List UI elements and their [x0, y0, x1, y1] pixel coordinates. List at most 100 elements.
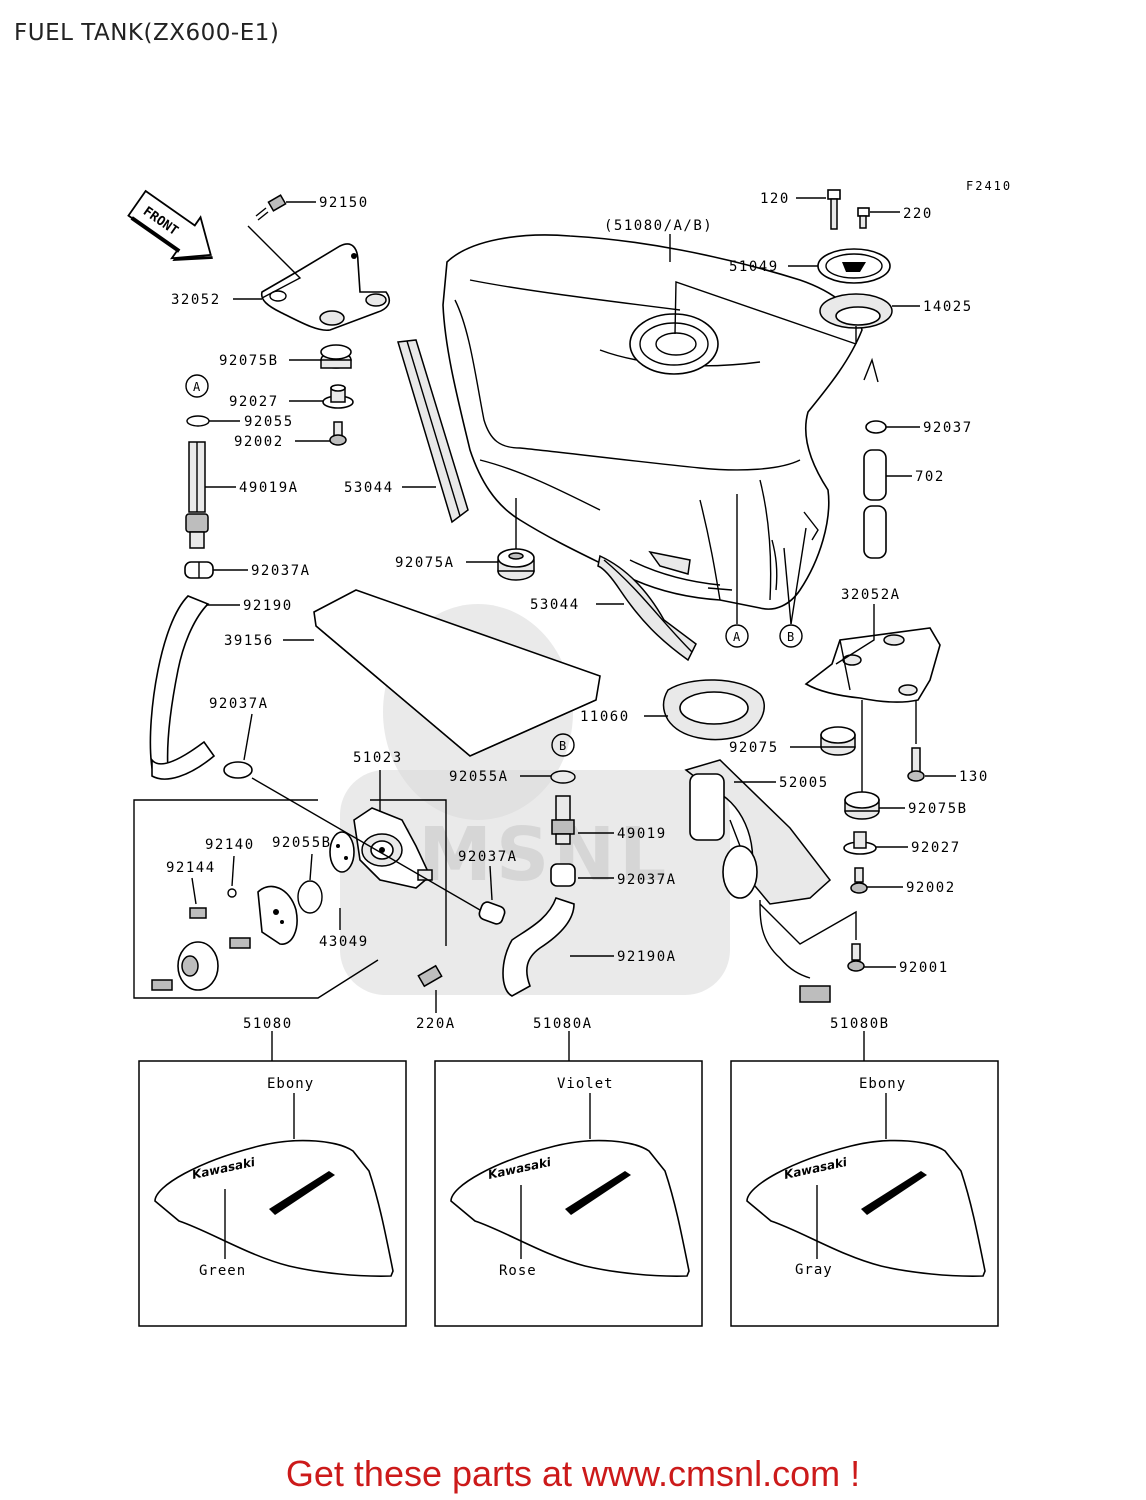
fuel-cap-51049 — [817, 248, 891, 284]
label-92002: 92002 — [234, 434, 284, 450]
label-92150: 92150 — [319, 195, 369, 211]
label-49019: 49019 — [617, 826, 667, 842]
pad-39156 — [313, 589, 601, 757]
oring-92055 — [186, 415, 210, 427]
variant-3-bottom-color: Gray — [795, 1262, 833, 1278]
footer-link[interactable]: Get these parts at www.cmsnl.com ! — [285, 1453, 861, 1494]
label-49019A: 49019A — [239, 480, 299, 496]
label-51049: 51049 — [729, 259, 779, 275]
label-51023: 51023 — [353, 750, 403, 766]
label-92190: 92190 — [243, 598, 293, 614]
front-arrow-icon: FRONT — [127, 189, 213, 262]
label-92001: 92001 — [899, 960, 949, 976]
gasket-14025 — [819, 293, 893, 329]
fuel-tank — [442, 234, 863, 610]
svg-text:B: B — [559, 739, 566, 753]
marker-a-tank: A — [725, 624, 749, 648]
label-92037A-left: 92037A — [251, 563, 311, 579]
variant-2-top-color: Violet — [557, 1076, 614, 1092]
part-labels: 92150 32052 92075B 92027 92055 92002 490… — [166, 191, 989, 1032]
label-92055B: 92055B — [272, 835, 332, 851]
marker-a-top: A — [185, 374, 209, 398]
marker-b-middle: B — [551, 733, 575, 757]
damper-92075 — [820, 726, 856, 756]
variant-box-3: Kawasaki Ebony Gray — [730, 1060, 999, 1327]
variant-1-top-color: Ebony — [267, 1076, 314, 1092]
screw-220A — [417, 964, 443, 988]
variant-2-bottom-color: Rose — [499, 1263, 537, 1279]
figure-code: F2410 — [966, 179, 1012, 193]
clamp-92037A-lower-left — [223, 761, 253, 779]
variant-1-part: 51080 — [243, 1016, 293, 1032]
hose-92190A — [502, 896, 575, 997]
parts-diagram: CMSNL F2410 FRONT — [127, 179, 1012, 1327]
bracket-32052 — [260, 243, 391, 332]
label-43049: 43049 — [319, 934, 369, 950]
svg-text:B: B — [787, 630, 794, 644]
label-92140: 92140 — [205, 837, 255, 853]
label-120: 120 — [760, 191, 790, 207]
fuel-cock-51023 — [353, 807, 433, 889]
label-220: 220 — [903, 206, 933, 222]
variant-1-bottom-color: Green — [199, 1263, 246, 1279]
leader-lines — [191, 197, 956, 1062]
damper-92075A — [497, 548, 535, 581]
label-92075B-right: 92075B — [908, 801, 968, 817]
oring-92055A — [550, 770, 576, 784]
damper-92075B — [320, 344, 352, 369]
screw-120 — [827, 189, 841, 230]
diaphragm-43049 — [329, 831, 355, 873]
bolt-92150 — [255, 194, 287, 221]
variant-box-2: Kawasaki Violet Rose — [434, 1060, 703, 1327]
clamp-92037A-middle — [478, 901, 506, 925]
label-92055A: 92055A — [449, 769, 509, 785]
bolt-130 — [907, 747, 925, 782]
label-92075A: 92075A — [395, 555, 455, 571]
bolt-92002-right — [850, 867, 868, 894]
spring-92144 — [189, 907, 207, 919]
label-92144: 92144 — [166, 860, 216, 876]
bolt-92002 — [329, 421, 347, 446]
label-53044-lower: 53044 — [530, 597, 580, 613]
svg-text:A: A — [733, 630, 741, 644]
pipe-49019 — [551, 795, 575, 845]
label-92002-right: 92002 — [906, 880, 956, 896]
label-39156: 39156 — [224, 633, 274, 649]
variant-3-top-color: Ebony — [859, 1076, 906, 1092]
label-32052A: 32052A — [841, 587, 901, 603]
label-92190A: 92190A — [617, 949, 677, 965]
label-11060: 11060 — [580, 709, 630, 725]
label-92037A-right: 92037A — [617, 872, 677, 888]
label-130: 130 — [959, 769, 989, 785]
variant-box-1: Kawasaki Ebony Green — [138, 1060, 407, 1327]
label-14025: 14025 — [923, 299, 973, 315]
label-92075: 92075 — [729, 740, 779, 756]
label-51080-ab: (51080/A/B) — [604, 218, 713, 234]
screw-220 — [857, 207, 870, 229]
label-92075B: 92075B — [219, 353, 279, 369]
label-220A: 220A — [416, 1016, 456, 1032]
collar-92027 — [322, 384, 354, 409]
damper-92075B-right — [844, 791, 880, 820]
clamp-92037A-right — [550, 863, 576, 887]
label-702: 702 — [915, 469, 945, 485]
label-92027-right: 92027 — [911, 840, 961, 856]
label-92037A-lower-left: 92037A — [209, 696, 269, 712]
fuel-pump-52005 — [684, 759, 832, 1003]
rubber-strip-lower — [597, 554, 697, 662]
oring-92055B — [297, 880, 323, 914]
label-32052: 32052 — [171, 292, 221, 308]
page-title: FUEL TANK(ZX600-E1) — [14, 20, 280, 46]
hose-92190 — [149, 595, 216, 780]
screw-small — [151, 937, 251, 991]
bolt-92001 — [847, 943, 865, 972]
label-92037A-middle: 92037A — [458, 849, 518, 865]
label-92037: 92037 — [923, 420, 973, 436]
marker-b-tank: B — [779, 624, 803, 648]
svg-text:A: A — [193, 380, 201, 394]
collar-92027-right — [843, 831, 877, 855]
clip-92037 — [865, 420, 887, 434]
hose-702 — [863, 449, 887, 559]
label-53044-upper: 53044 — [344, 480, 394, 496]
rubber-strip-upper — [397, 339, 469, 524]
